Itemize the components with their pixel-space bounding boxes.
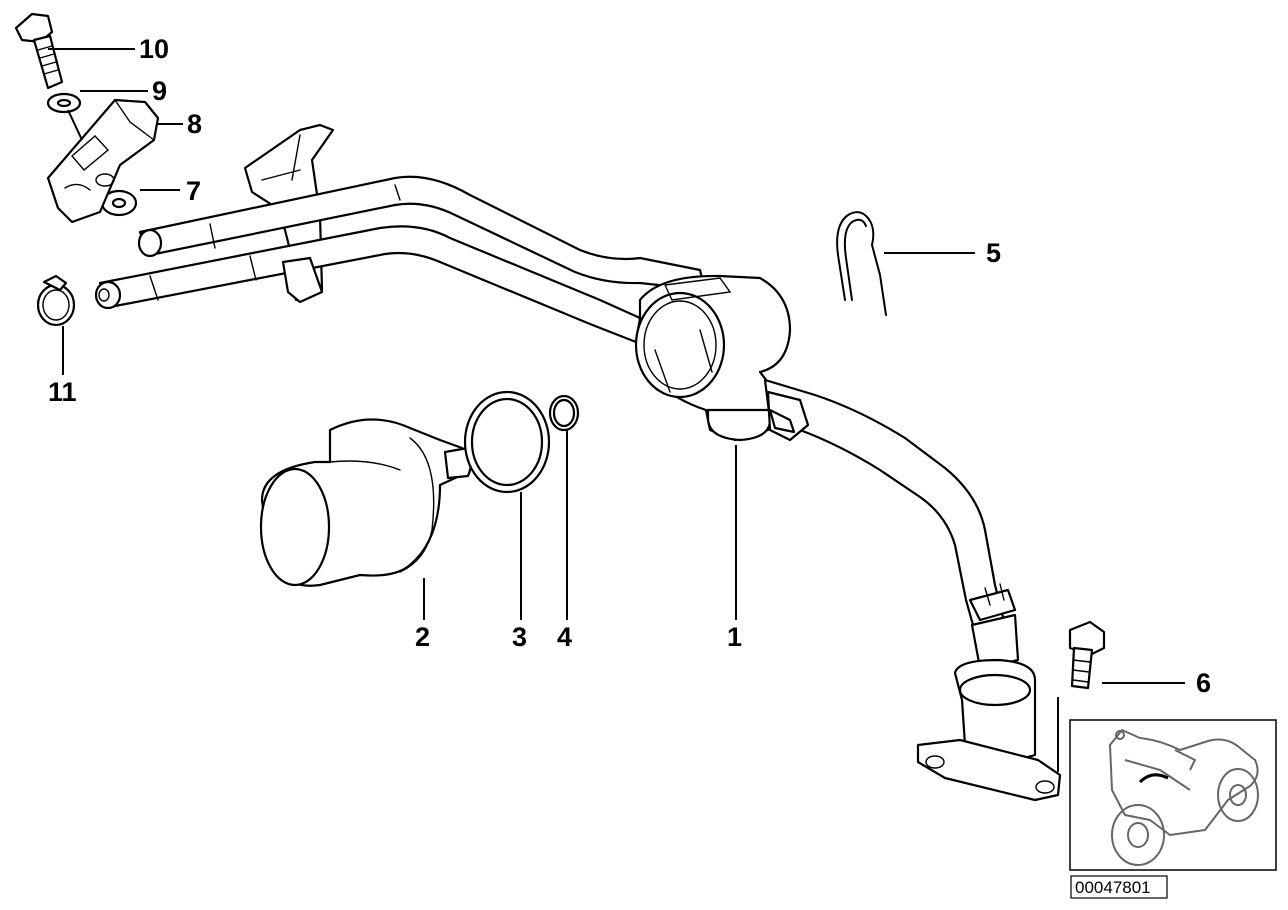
callout-5: 5	[986, 238, 1001, 268]
callout-7: 7	[186, 176, 201, 206]
callout-1: 1	[727, 622, 742, 652]
motorcycle-locator-thumbnail	[1069, 719, 1277, 871]
pipe-holder[interactable]	[46, 98, 160, 224]
large-o-ring[interactable]	[463, 390, 551, 494]
thermostat[interactable]	[259, 418, 473, 587]
callout-11: 11	[48, 377, 77, 407]
spring-clip[interactable]	[836, 211, 887, 316]
callout-9: 9	[152, 76, 167, 106]
document-number-box: 00047801	[1070, 875, 1168, 899]
callout-10: 10	[139, 34, 169, 64]
motorcycle-icon	[1109, 729, 1259, 866]
bolt-10[interactable]	[14, 12, 64, 90]
leader-lines	[48, 48, 1185, 772]
document-number: 00047801	[1075, 878, 1151, 897]
callout-4: 4	[557, 622, 572, 652]
bolt-6[interactable]	[1068, 620, 1106, 690]
callout-2: 2	[415, 622, 430, 652]
hose-clamp[interactable]	[36, 274, 76, 327]
callout-6: 6	[1196, 668, 1211, 698]
callout-3: 3	[512, 622, 527, 652]
callout-8: 8	[187, 109, 202, 139]
coolant-pipe-assembly[interactable]	[94, 123, 1062, 802]
small-o-ring[interactable]	[548, 394, 580, 432]
callout-labels: 10 9 8 7 5 11 2 3 4 1 6	[48, 34, 1211, 698]
washer-9[interactable]	[46, 92, 82, 114]
